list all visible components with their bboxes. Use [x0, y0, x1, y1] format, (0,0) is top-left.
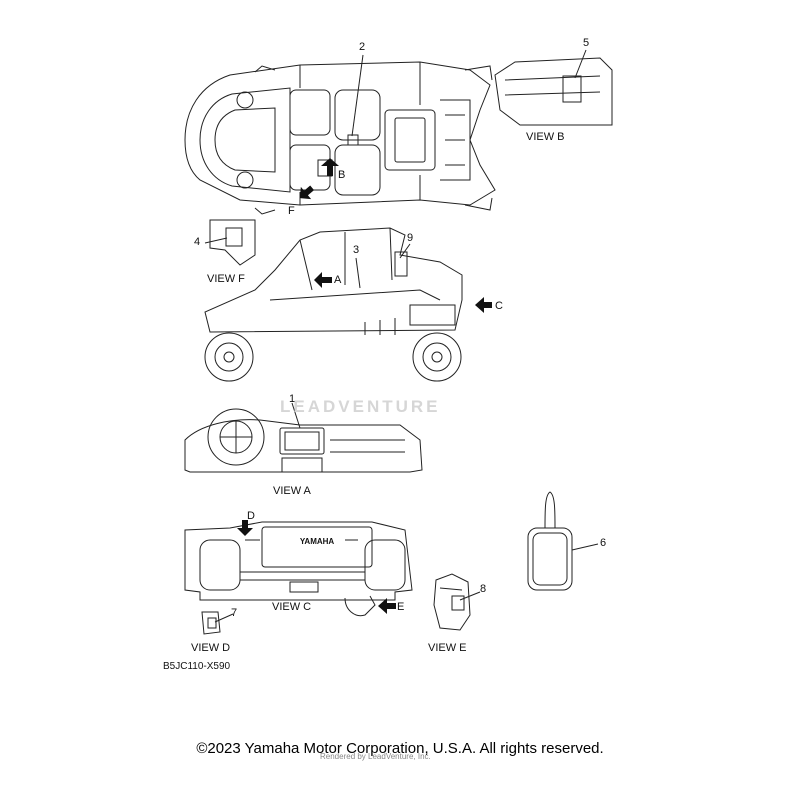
arrow-label-d: D	[247, 510, 255, 522]
callout-1: 1	[289, 393, 296, 405]
arrow-e	[378, 598, 396, 614]
side-view-vehicle	[204, 227, 463, 382]
callout-2: 2	[359, 41, 366, 53]
arrow-c	[475, 297, 492, 313]
part-code: B5JC110-X590	[163, 661, 231, 672]
view-f-detail	[204, 219, 256, 266]
leader-9	[399, 243, 411, 259]
view-c-detail	[184, 521, 413, 617]
arrow-a	[314, 272, 332, 288]
arrow-label-a: A	[334, 274, 342, 286]
arrow-label-c: C	[495, 300, 503, 312]
callout-8: 8	[480, 583, 487, 595]
leader-2	[351, 54, 364, 137]
rendered-note: Rendered by LeadVenture, Inc.	[320, 752, 431, 761]
arrow-label-f: F	[288, 205, 295, 217]
view-b-label: VIEW B	[526, 131, 565, 143]
top-view-vehicle	[184, 61, 496, 215]
leader-1	[291, 402, 301, 429]
callout-9: 9	[407, 232, 414, 244]
view-e-detail	[433, 573, 471, 631]
view-a-detail	[184, 408, 423, 473]
part-6-tag	[527, 491, 599, 591]
arrow-label-b: B	[338, 169, 346, 181]
yamaha-badge: YAMAHA	[300, 537, 335, 546]
arrow-b	[321, 158, 339, 176]
callout-3: 3	[353, 244, 360, 256]
leader-7	[214, 613, 234, 623]
view-d-label: VIEW D	[191, 642, 231, 654]
callout-4: 4	[194, 236, 201, 248]
leader-8	[459, 591, 481, 601]
watermark: LEADVENTURE	[280, 397, 441, 416]
callout-6: 6	[600, 537, 607, 549]
copyright-text: ©2023 Yamaha Motor Corporation, U.S.A. A…	[196, 740, 604, 757]
view-e-label: VIEW E	[428, 642, 467, 654]
arrow-d	[237, 520, 253, 536]
view-f-label: VIEW F	[207, 273, 245, 285]
arrow-f	[299, 185, 315, 200]
callout-7: 7	[231, 607, 238, 619]
leader-4	[204, 237, 226, 242]
arrow-label-e: E	[397, 601, 405, 613]
callout-5: 5	[583, 37, 590, 49]
view-d-detail	[201, 611, 221, 635]
view-a-label: VIEW A	[273, 485, 311, 497]
leader-3	[355, 257, 361, 289]
view-c-label: VIEW C	[272, 601, 312, 613]
view-b-detail	[494, 49, 613, 126]
